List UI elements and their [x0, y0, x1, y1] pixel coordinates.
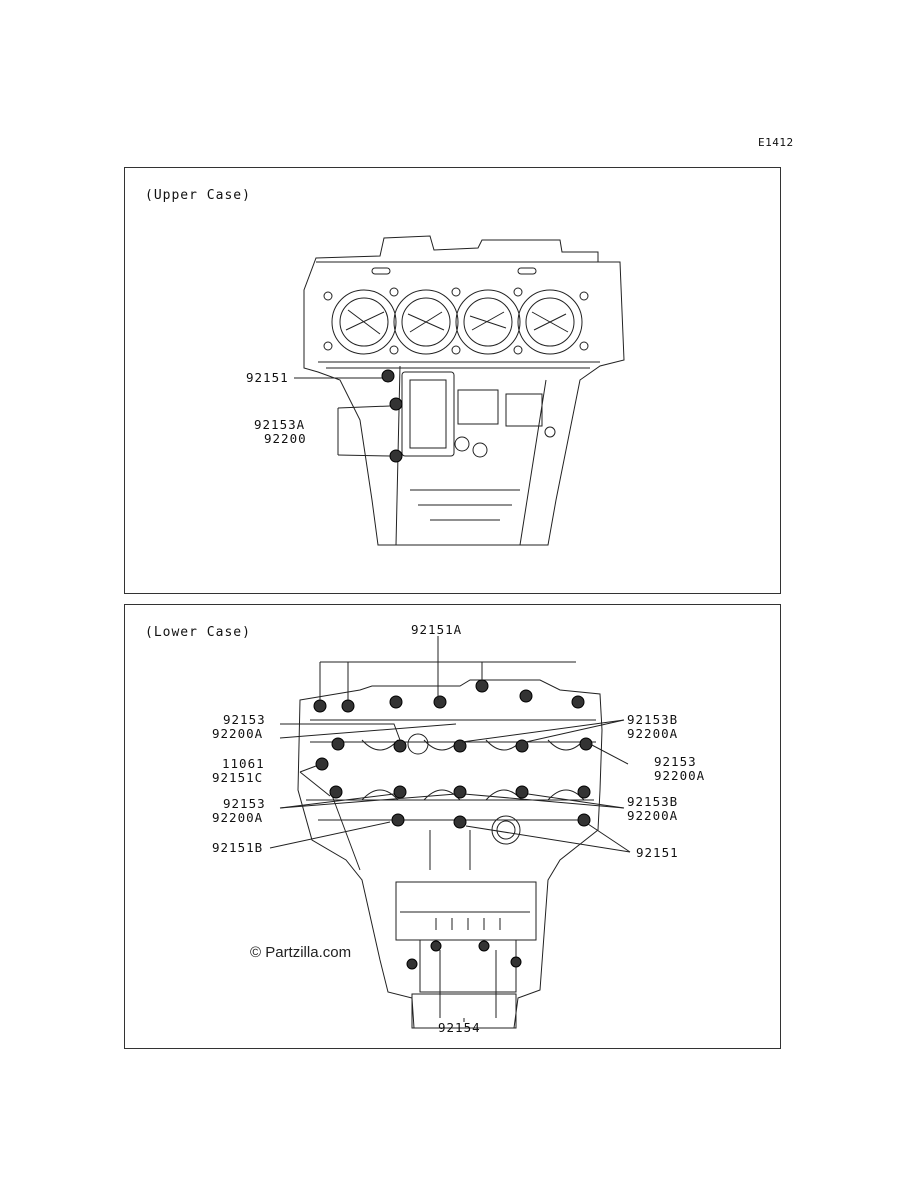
upper-case-panel: (Upper Case)	[124, 167, 781, 594]
callout-92151c: 92151C	[212, 770, 264, 785]
callout-92153-l3: 92153	[223, 796, 266, 811]
callout-92200a-r3: 92200A	[627, 808, 679, 823]
page-code: E1412	[758, 136, 794, 149]
callout-92151a: 92151A	[411, 622, 463, 637]
callout-92200a-l1: 92200A	[212, 726, 264, 741]
callout-92153-r2: 92153	[654, 754, 697, 769]
lower-case-title: (Lower Case)	[145, 625, 251, 640]
callout-92200a-r1: 92200A	[627, 726, 679, 741]
callout-92200: 92200	[264, 431, 307, 446]
callout-92154: 92154	[438, 1020, 481, 1035]
callout-92153b-r1: 92153B	[627, 712, 679, 727]
callout-92200a-l3: 92200A	[212, 810, 264, 825]
callout-11061: 11061	[222, 756, 265, 771]
callout-92200a-r2: 92200A	[654, 768, 706, 783]
bolt-head-icon	[381, 369, 403, 463]
callout-92151-upper: 92151	[246, 370, 289, 385]
callout-92153b-r3: 92153B	[627, 794, 679, 809]
bolt-head-icon	[313, 679, 593, 970]
upper-case-title: (Upper Case)	[145, 188, 251, 203]
watermark: © Partzilla.com	[250, 944, 352, 961]
callout-92153-l1: 92153	[223, 712, 266, 727]
lower-case-panel: (Lower Case)	[124, 604, 781, 1049]
callout-92151-lower: 92151	[636, 845, 679, 860]
cylinder-bore-icon	[331, 289, 583, 355]
callout-92153a: 92153A	[254, 417, 306, 432]
callout-92151b: 92151B	[212, 840, 264, 855]
